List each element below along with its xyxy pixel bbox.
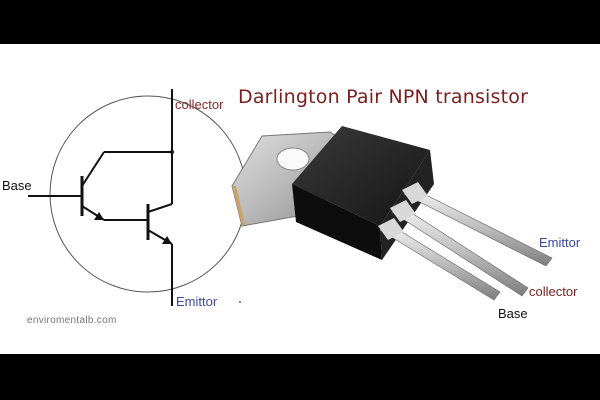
leg-collector-shoulder [390, 200, 416, 222]
mounting-hole [276, 147, 310, 171]
pin-collector-label: collector [529, 284, 578, 299]
body-front [292, 184, 382, 260]
symbol-collector-label: collector [175, 97, 224, 112]
stray-dot [239, 301, 241, 303]
q1-emitter-arrow [94, 212, 104, 220]
leg-base-shoulder [378, 218, 404, 240]
q2-emitter-arrow [162, 236, 172, 244]
to220-package [231, 126, 553, 301]
q1-collector-leg [81, 151, 105, 187]
darlington-schematic [28, 89, 247, 306]
metal-tab-edge [232, 186, 245, 226]
q2-collector-leg [147, 203, 173, 213]
junction-dot [170, 150, 174, 154]
diagram-title: Darlington Pair NPN transistor [238, 86, 529, 108]
pin-base-label: Base [498, 306, 528, 321]
body-top [292, 126, 430, 226]
pin-emitter-label: Emittor [539, 235, 581, 250]
watermark: enviromentalb.com [27, 315, 117, 326]
leg-emitter-shoulder [402, 182, 428, 204]
symbol-base-label: Base [2, 178, 32, 193]
symbol-emitter-label: Emittor [176, 294, 218, 309]
diagram-canvas: Darlington Pair NPN transistor collector… [0, 44, 600, 354]
